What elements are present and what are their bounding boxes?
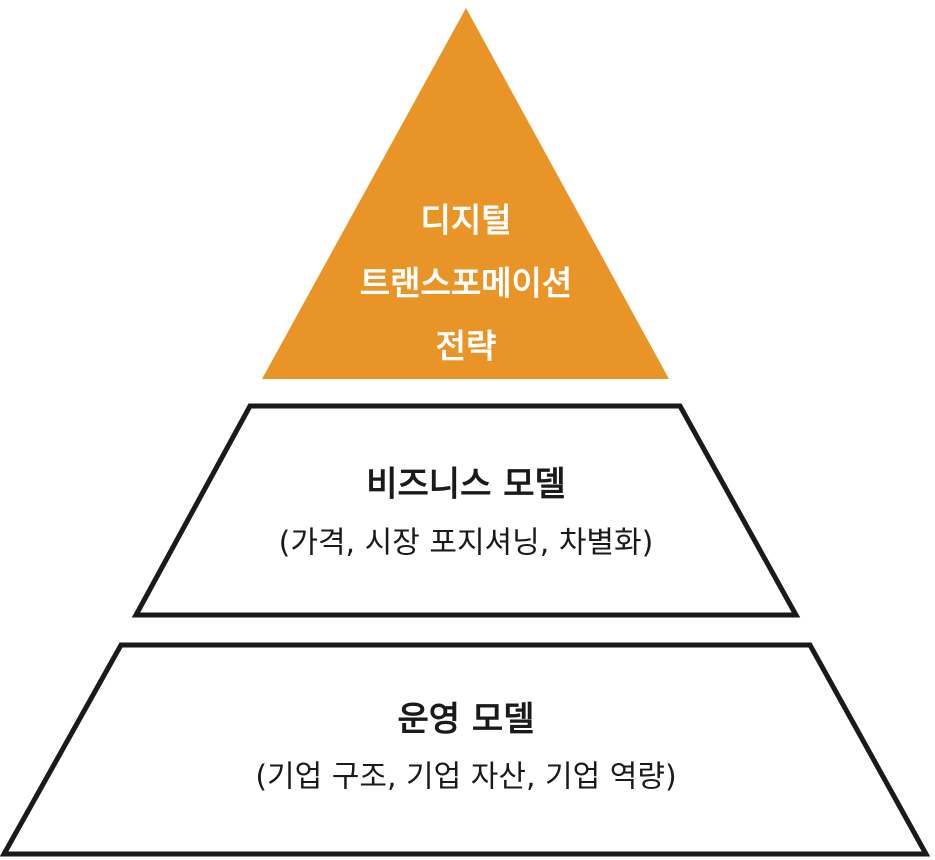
top-label-line-2: 트랜스포메이션 xyxy=(360,264,573,303)
middle-tier-subtitle: (가격, 시장 포지셔닝, 차별화) xyxy=(279,526,654,561)
bottom-tier-title: 운영 모델 xyxy=(398,700,535,740)
middle-trapezoid xyxy=(131,403,801,618)
pyramid-top-tier: 디지털 트랜스포메이션 전략 xyxy=(262,8,669,379)
pyramid-middle-tier: 비즈니스 모델 (가격, 시장 포지셔닝, 차별화) xyxy=(131,403,801,618)
top-triangle xyxy=(262,8,669,379)
pyramid-bottom-tier: 운영 모델 (기업 구조, 기업 자산, 기업 역량) xyxy=(0,642,931,857)
bottom-tier-subtitle: (기업 구조, 기업 자산, 기업 역량) xyxy=(255,760,676,795)
middle-tier-title: 비즈니스 모델 xyxy=(366,465,566,505)
bottom-trapezoid xyxy=(0,642,931,857)
top-label-line-1: 디지털 xyxy=(420,201,511,240)
top-label-line-3: 전략 xyxy=(436,327,497,366)
